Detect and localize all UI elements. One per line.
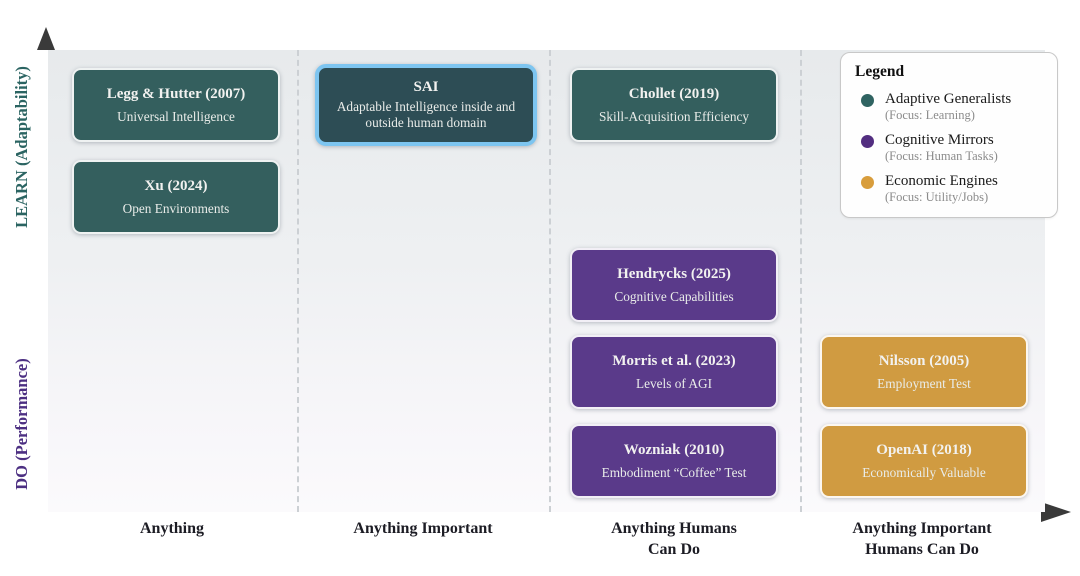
legend-items: Adaptive Generalists(Focus: Learning) Cog… [855, 91, 1043, 205]
box-subtitle: Economically Valuable [862, 464, 986, 480]
legend-item-focus: (Focus: Learning) [885, 107, 975, 122]
box-title: Legg & Hutter (2007) [106, 86, 246, 103]
legend-dot-icon [861, 135, 874, 149]
box-title: Wozniak (2010) [623, 442, 725, 459]
legend-item-focus: (Focus: Human Tasks) [885, 148, 998, 163]
box-subtitle: Adaptable Intelligence inside and outsid… [336, 99, 516, 131]
legend-title: Legend [855, 63, 905, 80]
legend-item: Cognitive Mirrors(Focus: Human Tasks) [855, 132, 1043, 163]
definition-box-chollet: Chollet (2019) Skill-Acquisition Efficien… [570, 68, 778, 142]
box-title: OpenAI (2018) [876, 442, 972, 459]
definition-box-openai: OpenAI (2018) Economically Valuable [820, 424, 1028, 498]
column-divider [549, 50, 551, 512]
box-title: Nilsson (2005) [878, 353, 970, 370]
box-subtitle: Universal Intelligence [117, 108, 235, 124]
column-divider [800, 50, 802, 512]
legend-dot-icon [861, 176, 874, 190]
legend-item-name: Cognitive Mirrors [885, 132, 994, 149]
legend-item-name: Economic Engines [885, 173, 998, 190]
y-axis-label-learn: LEARN (Adaptability) [12, 66, 31, 228]
x-axis-label-1: Anything Important [353, 520, 493, 537]
definition-box-nilsson: Nilsson (2005) Employment Test [820, 335, 1028, 409]
definition-box-hendrycks: Hendrycks (2025) Cognitive Capabilities [570, 248, 778, 322]
column-divider [297, 50, 299, 512]
definition-box-legg-hutter: Legg & Hutter (2007) Universal Intelligen… [72, 68, 280, 142]
definition-box-morris: Morris et al. (2023) Levels of AGI [570, 335, 778, 409]
legend-item: Adaptive Generalists(Focus: Learning) [855, 91, 1043, 122]
definition-box-sai: SAI Adaptable Intelligence inside and out… [315, 64, 537, 146]
box-title: Hendrycks (2025) [617, 266, 731, 283]
legend-item: Economic Engines(Focus: Utility/Jobs) [855, 173, 1043, 204]
x-axis-arrow-icon [1041, 502, 1071, 522]
box-subtitle: Employment Test [877, 375, 971, 391]
legend-item-name: Adaptive Generalists [885, 91, 1012, 107]
box-title: Morris et al. (2023) [612, 353, 736, 370]
box-title: Chollet (2019) [628, 86, 720, 103]
box-subtitle: Cognitive Capabilities [614, 288, 734, 304]
box-subtitle: Open Environments [122, 200, 230, 216]
box-subtitle: Skill-Acquisition Efficiency [598, 108, 750, 124]
legend: Legend Adaptive Generalists(Focus: Learn… [840, 52, 1058, 218]
plot-area: Legg & Hutter (2007) Universal Intelligen… [48, 50, 1045, 512]
box-title: SAI [413, 79, 439, 96]
x-axis-label-0: Anything [139, 520, 205, 537]
y-axis-label-do: DO (Performance) [12, 358, 31, 490]
definition-box-xu: Xu (2024) Open Environments [72, 160, 280, 234]
definition-box-wozniak: Wozniak (2010) Embodiment “Coffee” Test [570, 424, 778, 498]
box-title: Xu (2024) [144, 178, 208, 195]
legend-item-focus: (Focus: Utility/Jobs) [885, 190, 989, 205]
y-axis-arrow-icon [37, 27, 55, 50]
box-subtitle: Levels of AGI [635, 375, 713, 391]
legend-dot-icon [861, 94, 874, 107]
box-subtitle: Embodiment “Coffee” Test [601, 464, 747, 480]
